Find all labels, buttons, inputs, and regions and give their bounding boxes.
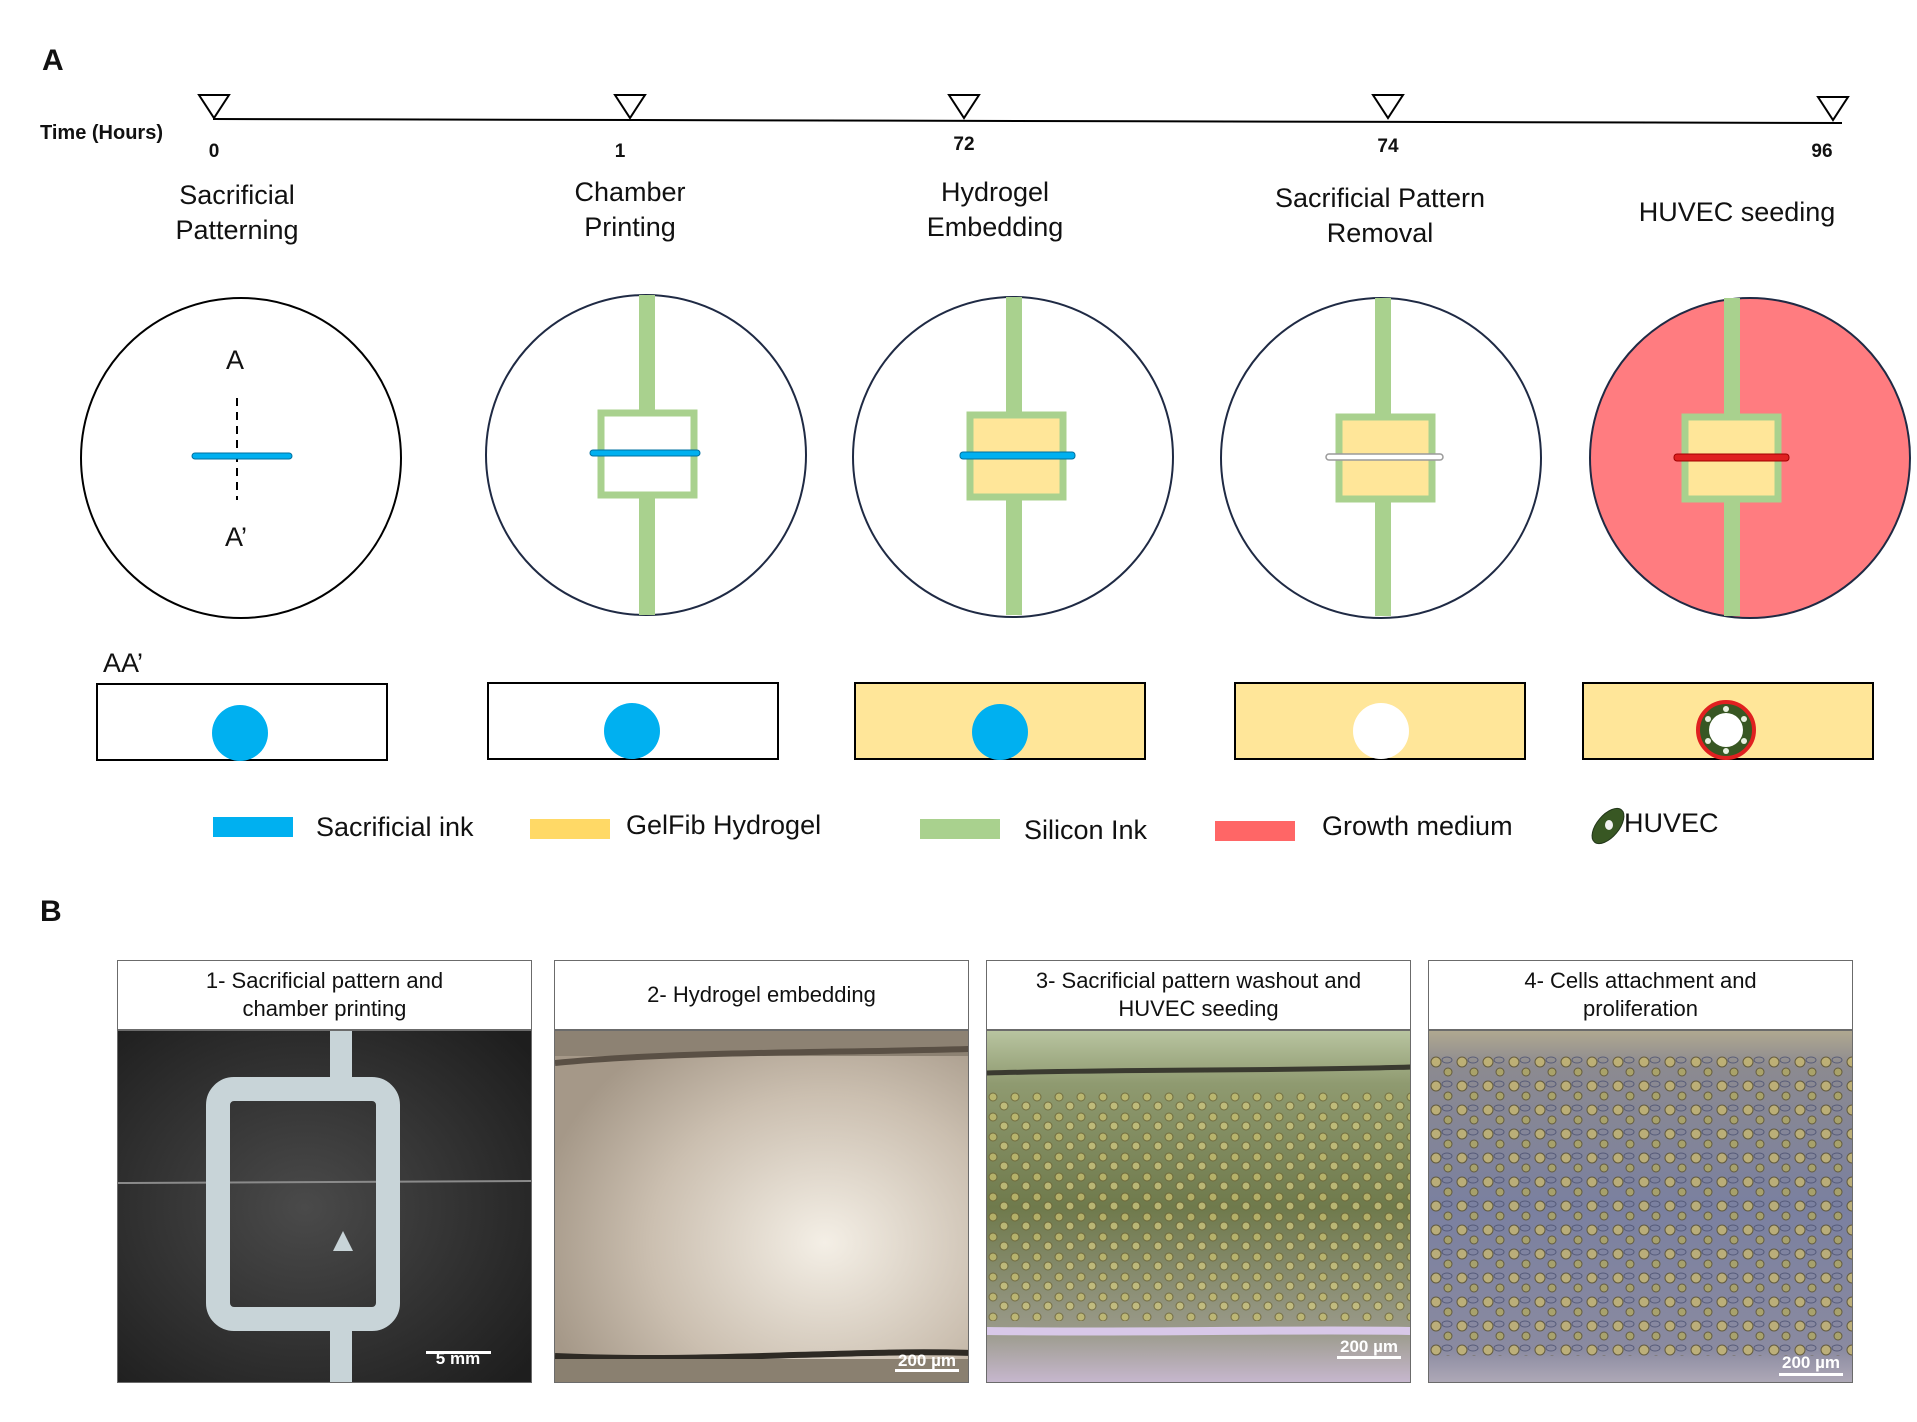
legend: Sacrificial ink GelFib Hydrogel Silicon … <box>0 800 1917 850</box>
photo-2-caption: 2- Hydrogel embedding <box>554 960 969 1030</box>
photo-4-proliferation: 200 µm <box>1428 1030 1853 1383</box>
top-view-diagrams <box>80 294 1911 619</box>
panel-b-letter: B <box>40 895 62 928</box>
stage5-top-view <box>1589 297 1911 619</box>
photo-2-hydrogel: 200 µm <box>554 1030 969 1383</box>
cross-section-1 <box>96 683 388 761</box>
legend-swatch-hydrogel <box>530 819 610 839</box>
tick-96: 96 <box>1811 141 1833 162</box>
legend-label-huvec: HUVEC <box>1624 808 1719 838</box>
panel-a-letter: A <box>42 44 64 77</box>
legend-swatch-growth-medium <box>1215 821 1295 841</box>
photo-2-scale-label: 200 µm <box>898 1351 956 1370</box>
time-axis-label: Time (Hours) <box>40 122 163 144</box>
photo-3-scale-label: 200 µm <box>1340 1337 1398 1356</box>
tick-74: 74 <box>1377 136 1399 157</box>
stage3-top-view <box>852 296 1174 618</box>
timeline-marker-3 <box>1371 94 1405 120</box>
timeline-marker-4 <box>1816 96 1850 122</box>
sacrificial-ink-line <box>191 452 293 460</box>
timeline-marker-0 <box>197 94 231 120</box>
photo-1-illustration <box>118 1031 531 1382</box>
photo-4-illustration <box>1429 1031 1852 1382</box>
sacrificial-ink-line <box>959 451 1076 460</box>
photo-1-scale-label: 5 mm <box>435 1349 481 1368</box>
legend-label-growth-medium: Growth medium <box>1322 811 1513 841</box>
cross-section-2 <box>487 682 779 760</box>
stage2-top-view <box>485 294 807 616</box>
cross-section-5 <box>1582 682 1874 760</box>
sacrificial-ink-line <box>589 449 701 457</box>
legend-swatch-silicon-ink <box>920 819 1000 839</box>
section-label-bottom: A’ <box>225 522 248 552</box>
photo-3-illustration <box>987 1031 1410 1382</box>
photo-2-illustration <box>555 1031 968 1382</box>
photo-1-chamber: 5 mm <box>117 1030 532 1383</box>
cross-section-diagrams <box>96 682 1874 761</box>
photo-3-seeding: 200 µm <box>986 1030 1411 1383</box>
tick-72: 72 <box>953 134 975 155</box>
empty-channel <box>1325 453 1444 461</box>
seeded-channel <box>1673 453 1790 462</box>
stage1-top-view <box>80 297 402 619</box>
legend-label-silicon-ink: Silicon Ink <box>1024 815 1148 845</box>
legend-swatch-sacrificial-ink <box>213 817 293 837</box>
timeline-marker-2 <box>947 94 981 120</box>
legend-label-sacrificial-ink: Sacrificial ink <box>316 812 474 842</box>
section-label-top: A <box>226 345 245 375</box>
cross-section-3 <box>854 682 1146 760</box>
huvec-cell-icon <box>1591 807 1625 845</box>
cross-section-label: AA’ <box>103 648 144 678</box>
timeline <box>197 94 1850 124</box>
timeline-marker-1 <box>613 94 647 120</box>
timeline-axis <box>212 118 1843 124</box>
photo-4-scale-label: 200 µm <box>1782 1353 1840 1372</box>
stage-label-5: HUVEC seeding <box>1638 197 1836 227</box>
cross-section-4 <box>1234 682 1526 760</box>
tick-1: 1 <box>614 141 626 162</box>
stage4-top-view <box>1220 297 1542 619</box>
tick-0: 0 <box>208 141 220 162</box>
legend-label-hydrogel: GelFib Hydrogel <box>626 810 822 840</box>
